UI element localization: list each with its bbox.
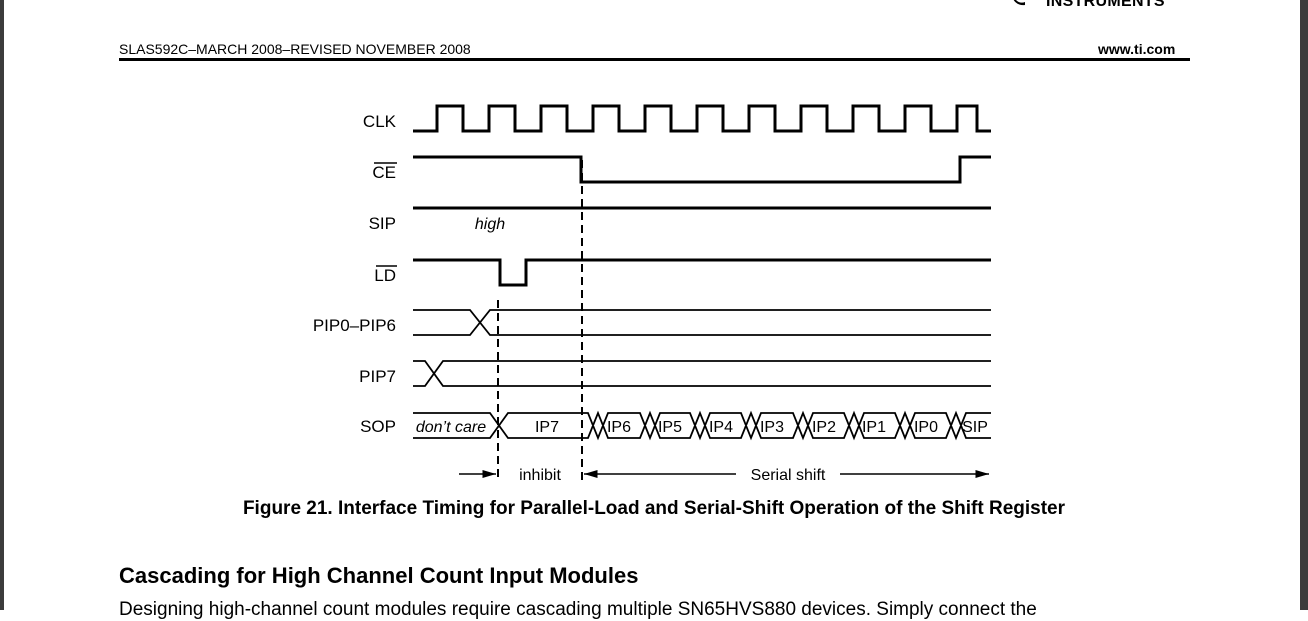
- sop-label: SOP: [360, 417, 396, 436]
- serial-shift-label: Serial shift: [751, 467, 826, 484]
- sop-waveform: [413, 410, 991, 441]
- pip0-pip6-waveform: [413, 309, 991, 336]
- ld-label: LD: [374, 266, 396, 285]
- pip7-waveform: [413, 360, 991, 387]
- sop-ip2: IP2: [812, 419, 836, 436]
- header-rule: [119, 58, 1190, 61]
- sop-dont-care: don’t care: [416, 419, 486, 436]
- sop-ip1: IP1: [862, 419, 886, 436]
- viewer-left-border: [0, 0, 4, 610]
- sop-ip3: IP3: [760, 419, 784, 436]
- sop-ip0: IP0: [914, 419, 938, 436]
- ce-label: CE: [372, 163, 396, 182]
- sip-high-note: high: [475, 216, 505, 233]
- company-logo-text: INSTRUMENTS: [1046, 0, 1165, 10]
- sop-ip7: IP7: [535, 419, 559, 436]
- document-id: SLAS592C–MARCH 2008–REVISED NOVEMBER 200…: [119, 41, 471, 57]
- timing-diagram: CLK CE SIP LD PIP0–PIP6 PIP7 SOP high do…: [313, 104, 991, 484]
- ce-waveform: [413, 155, 991, 184]
- section-heading: Cascading for High Channel Count Input M…: [119, 563, 639, 588]
- pip7-label: PIP7: [359, 367, 396, 386]
- sip-label: SIP: [369, 214, 396, 233]
- clk-waveform: [413, 104, 991, 133]
- section-body-text: Designing high-channel count modules req…: [119, 599, 1037, 620]
- ti-logo-icon: [1013, 0, 1025, 6]
- sop-ip6: IP6: [607, 419, 631, 436]
- viewer-scrollbar[interactable]: [1300, 0, 1308, 610]
- clk-label: CLK: [363, 112, 397, 131]
- pip0-pip6-label: PIP0–PIP6: [313, 316, 396, 335]
- sop-sip: SIP: [962, 419, 988, 436]
- ld-waveform: [413, 258, 991, 287]
- sop-ip5: IP5: [658, 419, 682, 436]
- website-link[interactable]: www.ti.com: [1098, 41, 1176, 57]
- inhibit-label: inhibit: [519, 467, 561, 484]
- figure-caption: Figure 21. Interface Timing for Parallel…: [242, 498, 1066, 519]
- sop-ip4: IP4: [709, 419, 733, 436]
